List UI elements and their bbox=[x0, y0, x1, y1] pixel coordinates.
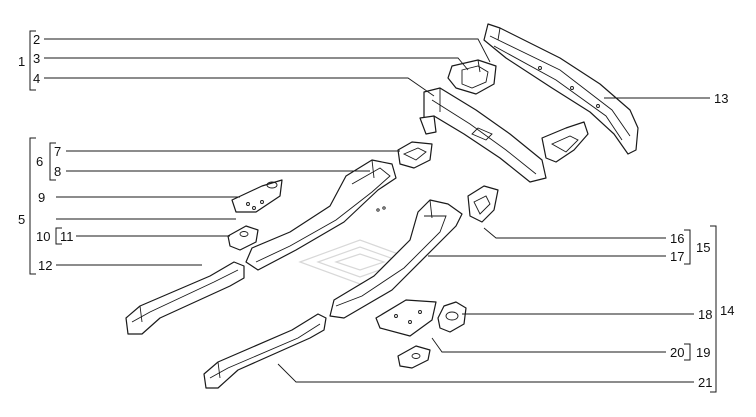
callout-11: 11 bbox=[60, 229, 74, 244]
part-4-rear-crossmember bbox=[419, 87, 547, 183]
callout-13: 13 bbox=[714, 91, 728, 106]
callout-20: 20 bbox=[670, 345, 684, 360]
part-16-bracket bbox=[467, 185, 499, 223]
part-21-right-sill bbox=[203, 313, 327, 389]
callout-10: 10 bbox=[36, 229, 50, 244]
callout-labels: 1 2 3 4 5 6 7 8 9 10 11 12 13 14 15 16 1… bbox=[18, 32, 734, 390]
part-11-plate bbox=[227, 225, 259, 251]
part-20-floor-plate bbox=[375, 299, 437, 337]
callout-3: 3 bbox=[33, 51, 40, 66]
callout-6: 6 bbox=[36, 154, 43, 169]
part-7-bracket bbox=[397, 141, 433, 169]
part-18-round-bracket bbox=[437, 301, 467, 333]
callout-1: 1 bbox=[18, 54, 25, 69]
callout-21: 21 bbox=[698, 375, 712, 390]
callout-4: 4 bbox=[33, 71, 40, 86]
callout-5: 5 bbox=[18, 212, 25, 227]
callout-8: 8 bbox=[54, 164, 61, 179]
callout-16: 16 bbox=[670, 231, 684, 246]
callout-14: 14 bbox=[720, 303, 734, 318]
callout-19: 19 bbox=[696, 345, 710, 360]
callout-12: 12 bbox=[38, 258, 52, 273]
leader-lines bbox=[44, 38, 710, 383]
callout-2: 2 bbox=[33, 32, 40, 47]
callout-9: 9 bbox=[38, 190, 45, 205]
part-19-plate bbox=[397, 345, 431, 369]
callout-7: 7 bbox=[54, 144, 61, 159]
group-brackets bbox=[29, 30, 717, 393]
part-17-side-member-right bbox=[329, 199, 463, 319]
part-rear-bracket-right bbox=[541, 121, 589, 163]
part-13-rear-cross-beam bbox=[483, 23, 639, 155]
part-9-floor-bracket bbox=[231, 179, 283, 213]
callout-18: 18 bbox=[698, 307, 712, 322]
callout-15: 15 bbox=[696, 240, 710, 255]
part-12-left-sill bbox=[125, 261, 245, 335]
callout-17: 17 bbox=[670, 249, 684, 264]
part-8-side-member-left bbox=[245, 159, 397, 271]
part-2-3-bracket bbox=[447, 59, 497, 95]
